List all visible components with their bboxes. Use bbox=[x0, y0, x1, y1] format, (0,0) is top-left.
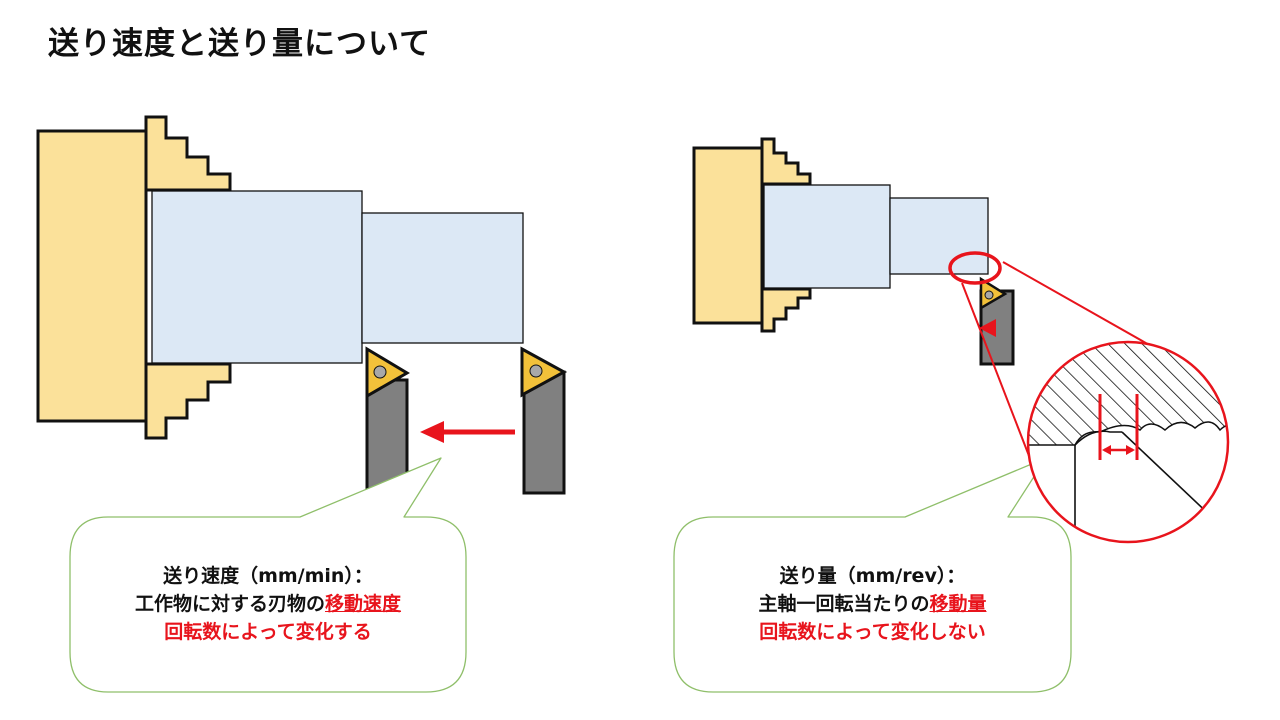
left-tool-insert-far bbox=[520, 346, 568, 398]
left-insert-screw-far bbox=[529, 364, 543, 378]
right-spindle-housing bbox=[692, 146, 764, 325]
left-tool-holder-far bbox=[522, 370, 566, 495]
right-callout-bubble bbox=[673, 457, 1072, 693]
left-upper-chuck-jaw bbox=[144, 115, 232, 192]
right-workpiece-small bbox=[889, 197, 989, 275]
feed-per-rev-heading: 送り量（mm/rev）： bbox=[779, 565, 966, 587]
left-feed-arrow bbox=[420, 421, 515, 443]
feed-per-rev-definition-prefix: 主軸一回転当たりの bbox=[758, 593, 930, 615]
feed-per-rev-dependency: 回転数によって変化しない bbox=[759, 621, 986, 643]
left-spindle-housing bbox=[36, 129, 148, 423]
left-lathe bbox=[36, 115, 568, 693]
right-lower-chuck-jaw bbox=[760, 287, 812, 333]
feed-rate-definition: 工作物に対する刃物の移動速度 bbox=[70, 590, 466, 618]
feed-rate-highlight: 移動速度 bbox=[325, 593, 402, 615]
right-upper-chuck-jaw bbox=[760, 137, 812, 186]
right-lathe bbox=[673, 137, 1230, 693]
feed-rate-definition-prefix: 工作物に対する刃物の bbox=[134, 593, 325, 615]
left-tool-insert-near bbox=[365, 346, 410, 399]
left-lower-chuck-jaw bbox=[144, 362, 232, 440]
feed-rate-heading: 送り速度（mm/min）： bbox=[163, 565, 373, 587]
feed-per-rev-callout-text: 送り量（mm/rev）： 主軸一回転当たりの移動量 回転数によって変化しない bbox=[674, 562, 1071, 646]
left-workpiece-large bbox=[151, 190, 363, 364]
left-insert-screw-near bbox=[373, 365, 387, 379]
zoom-ellipse bbox=[948, 251, 1002, 285]
feed-per-rev-definition: 主軸一回転当たりの移動量 bbox=[674, 590, 1071, 618]
right-insert-screw bbox=[984, 290, 994, 300]
feed-rate-callout-text: 送り速度（mm/min）： 工作物に対する刃物の移動速度 回転数によって変化する bbox=[70, 562, 466, 646]
feed-rate-dependency: 回転数によって変化する bbox=[164, 621, 372, 643]
page-title: 送り速度と送り量について bbox=[48, 26, 432, 62]
right-workpiece-large bbox=[763, 184, 891, 289]
left-callout-bubble bbox=[69, 457, 467, 693]
magnified-detail bbox=[1026, 340, 1230, 544]
left-workpiece-small bbox=[361, 212, 524, 344]
feed-per-rev-highlight: 移動量 bbox=[929, 593, 987, 615]
right-small-red-arrow bbox=[979, 319, 996, 337]
